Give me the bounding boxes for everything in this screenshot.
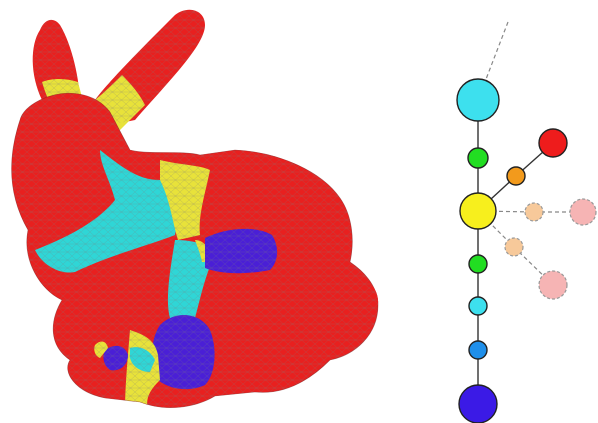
graph-node-faded-orange-2: [505, 238, 523, 256]
graph-node-red: [539, 129, 567, 157]
graph-node-cyan-top: [457, 79, 499, 121]
graph-node-orange: [507, 167, 525, 185]
graph-node-green-2: [469, 255, 487, 273]
graph-node-faded-red-2: [539, 271, 567, 299]
graph-node-faded-red-1: [570, 199, 596, 225]
graph-node-yellow-hub: [460, 193, 496, 229]
graph-node-green-1: [468, 148, 488, 168]
graph-node-faded-orange-1: [525, 203, 543, 221]
graph-node-cyan-small: [469, 297, 487, 315]
graph-node-blue-bottom: [459, 385, 497, 423]
graph-node-blue-mid: [469, 341, 487, 359]
